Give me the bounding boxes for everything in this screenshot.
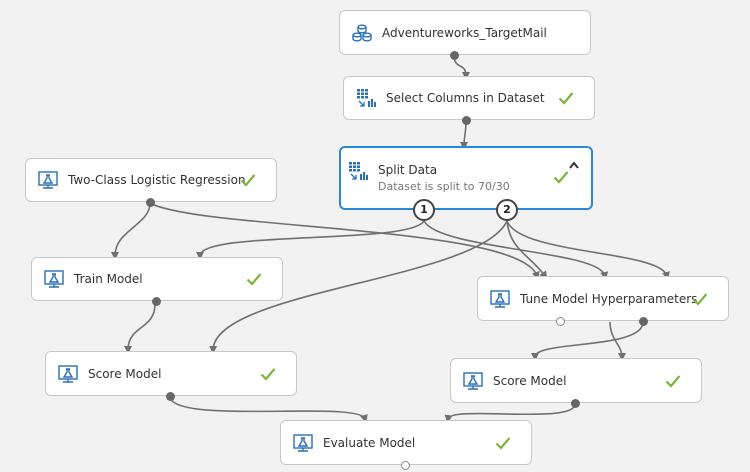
score-model-right-output-port[interactable] [571,399,580,408]
logistic-regression-label: Two-Class Logistic Regression [68,173,246,187]
wire-lr-train [111,202,151,260]
score-model-left-output-port[interactable] [166,392,175,401]
score-model-right-label: Score Model [493,373,567,388]
evaluate-model-output-port[interactable] [401,461,410,470]
completed-check-icon [240,173,256,187]
wire-score-right-evaluate [444,403,576,423]
flask-icon [463,371,483,391]
completed-check-icon [692,292,708,306]
wire-split1-tune [423,220,609,280]
split-data-output-port-2[interactable]: 2 [496,199,518,221]
split-data-subtitle: Dataset is split to 70/30 [378,180,510,193]
split-data-output-port-1[interactable]: 1 [413,199,435,221]
tune-hyperparameters-output-port-empty[interactable] [556,317,565,326]
database-icon [352,23,372,43]
completed-check-icon [495,436,511,450]
logistic-regression-node[interactable]: Two-Class Logistic Regression [25,158,277,207]
flask-icon [490,289,510,309]
table-transform-icon [348,161,368,181]
dataset-output-port[interactable] [450,51,459,60]
wire-split1-train [196,220,425,260]
tune-hyperparameters-node[interactable]: Tune Model Hyperparameters [477,276,729,326]
train-model-label: Train Model [74,272,143,286]
wire-split2-score-left [209,220,508,354]
select-columns-node[interactable]: Select Columns in Dataset [343,76,595,125]
table-transform-icon [356,88,376,108]
completed-check-icon [665,374,681,388]
split-data-node[interactable]: Split Data Dataset is split to 70/30 [339,146,593,210]
score-model-left-node[interactable]: Score Model [45,351,297,401]
wire-lr-tune [149,202,540,280]
select-columns-output-port[interactable] [462,116,471,125]
wire-split2-tune-a [506,220,548,280]
evaluate-model-node[interactable]: Evaluate Model [280,420,532,470]
train-model-output-port[interactable] [152,297,161,306]
collapse-chevron-icon[interactable] [569,161,579,169]
tune-hyperparameters-label: Tune Model Hyperparameters [520,291,698,306]
score-model-right-node[interactable]: Score Model [450,358,702,408]
split-data-label: Split Data [378,163,438,177]
flask-icon [38,170,58,190]
wire-split2-tune-b [506,220,670,280]
select-columns-label: Select Columns in Dataset [386,91,545,105]
completed-check-icon [553,170,569,184]
dataset-node[interactable]: Adventureworks_TargetMail [339,10,591,60]
evaluate-model-label: Evaluate Model [323,435,416,450]
wire-train-score-left [124,303,156,354]
flask-icon [44,269,64,289]
wire-tune-score-right-b [609,321,626,361]
logistic-regression-output-port[interactable] [146,198,155,207]
tune-hyperparameters-output-port-model[interactable] [639,317,648,326]
wire-tune-score-right-a [531,321,644,361]
flask-icon [58,364,78,384]
completed-check-icon [246,272,262,286]
completed-check-icon [558,91,574,105]
flask-icon [293,433,313,453]
wire-score-left-evaluate [169,396,368,423]
completed-check-icon [260,367,276,381]
train-model-node[interactable]: Train Model [31,257,283,306]
dataset-label: Adventureworks_TargetMail [382,25,547,40]
score-model-left-label: Score Model [88,366,162,381]
